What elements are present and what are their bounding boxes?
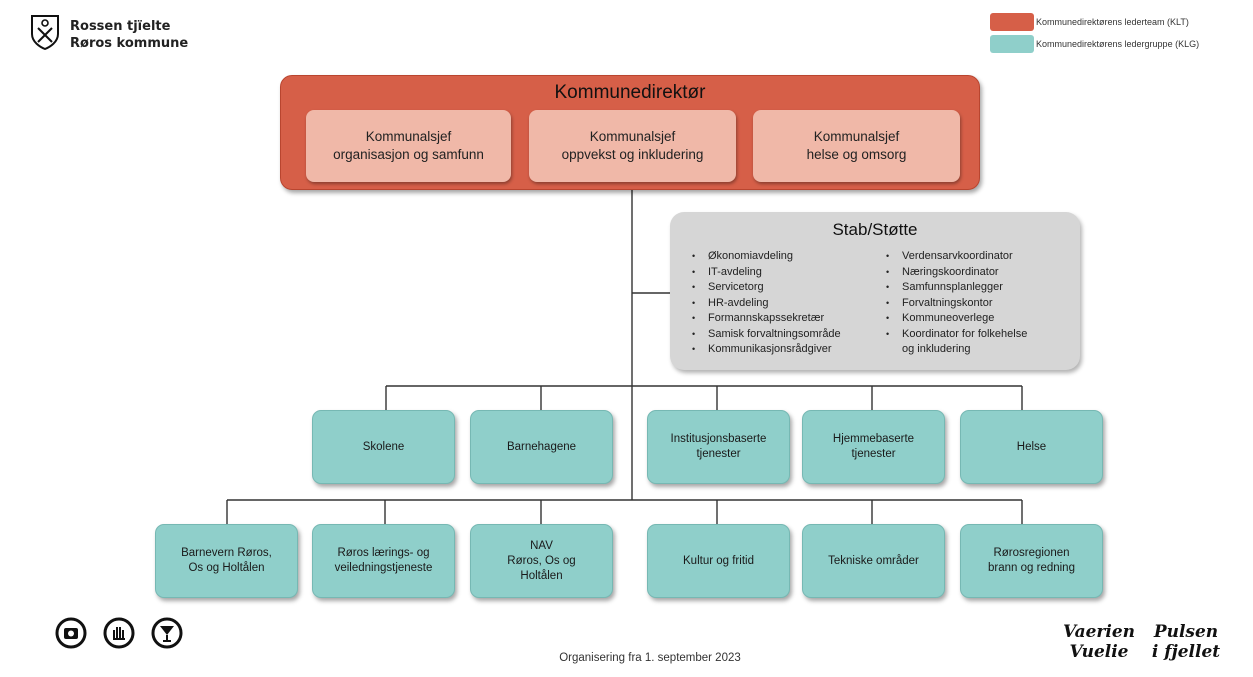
director-title: Kommunedirektør <box>554 82 706 103</box>
stab-right-list: Verdensarvkoordinator Næringskoordinator… <box>882 249 1027 358</box>
unit-label: Barnevern Røros, <box>181 547 272 559</box>
legend: Kommunedirektørens lederteam (KLT) Kommu… <box>990 12 1245 56</box>
unit-label-line2: tjenester <box>851 448 896 460</box>
legend-label-klt: Kommunedirektørens lederteam (KLT) <box>1036 17 1189 27</box>
municipality-crest-icon <box>30 14 60 51</box>
stab-item: HR-avdeling <box>688 296 841 312</box>
legend-label-klg: Kommunedirektørens ledergruppe (KLG) <box>1036 39 1200 49</box>
hand-icon <box>103 617 135 649</box>
stab-left-list: Økonomiavdeling IT-avdeling Servicetorg … <box>688 249 841 358</box>
camera-icon <box>55 617 87 649</box>
unit-label-line2: Røros, Os og <box>507 554 576 567</box>
stab-item: Næringskoordinator <box>882 265 1027 281</box>
unit-nav: NAV Røros, Os og Holtålen <box>470 524 613 598</box>
unit-label: Kultur og fritid <box>683 554 754 567</box>
stab-item: Samisk forvaltningsområde <box>688 327 841 343</box>
unit-label: Hjemmebaserte <box>832 433 915 445</box>
logo-line-1: Pulsen <box>1153 622 1219 642</box>
goblet-icon <box>151 617 183 649</box>
unit-tekniske-omrader: Tekniske områder <box>802 524 945 598</box>
director-box: Kommunedirektør Kommunalsjef organisasjo… <box>280 75 980 190</box>
unit-brann-redning: Rørosregionen brann og redning <box>960 524 1103 598</box>
logo-line-1: Vaerien <box>1062 622 1136 642</box>
chief-organisation-title: Kommunalsjef <box>365 129 452 144</box>
chief-helse-title: Kommunalsjef <box>813 129 900 144</box>
unit-laerings-veiledning: Røros lærings- og veiledningstjeneste <box>312 524 455 598</box>
stab-item: Kommuneoverlege <box>882 311 1027 327</box>
brand-name: Rossen tjïelte Røros kommune <box>70 18 188 52</box>
unit-label: Skolene <box>362 440 405 453</box>
footer-icon-1 <box>55 617 87 654</box>
chief-oppvekst-title: Kommunalsjef <box>589 129 676 144</box>
unit-helse: Helse <box>960 410 1103 484</box>
footer-date-text: Organisering fra 1. september 2023 <box>559 652 741 664</box>
chief-oppvekst-box: Kommunalsjef oppvekst og inkludering <box>529 110 736 182</box>
unit-barnehagene: Barnehagene <box>470 410 613 484</box>
unit-label: Barnehagene <box>506 440 577 453</box>
legend-item-klt: Kommunedirektørens lederteam (KLT) <box>990 12 1245 32</box>
legend-swatch-klg <box>990 35 1034 53</box>
stab-item: IT-avdeling <box>688 265 841 281</box>
chief-helse-area: helse og omsorg <box>806 147 907 162</box>
brand-line-2: Røros kommune <box>70 36 189 51</box>
chief-organisation-box: Kommunalsjef organisasjon og samfunn <box>306 110 511 182</box>
stab-item: Samfunnsplanlegger <box>882 280 1027 296</box>
logo-line-2: i fjellet <box>1151 642 1221 662</box>
unit-label: Tekniske områder <box>828 554 919 567</box>
pulsen-i-fjellet-logo: Pulsen i fjellet <box>1145 622 1227 662</box>
chief-helse-box: Kommunalsjef helse og omsorg <box>753 110 960 182</box>
stab-item: Forvaltningskontor <box>882 296 1027 312</box>
unit-label: Rørosregionen <box>993 547 1070 559</box>
footer-icon-3 <box>151 617 183 654</box>
stab-item: Servicetorg <box>688 280 841 296</box>
unit-barnevern: Barnevern Røros, Os og Holtålen <box>155 524 298 598</box>
legend-swatch-klt <box>990 13 1034 31</box>
unit-institusjonsbaserte: Institusjonsbaserte tjenester <box>647 410 790 484</box>
unit-kultur-fritid: Kultur og fritid <box>647 524 790 598</box>
logo-line-2: Vuelie <box>1069 642 1129 662</box>
legend-item-klg: Kommunedirektørens ledergruppe (KLG) <box>990 34 1245 54</box>
stab-item: Verdensarvkoordinator <box>882 249 1027 265</box>
stab-box: Stab/Støtte Økonomiavdeling IT-avdeling … <box>670 212 1080 370</box>
stab-item: Kommunikasjonsrådgiver <box>688 342 841 358</box>
unit-label: NAV <box>530 539 553 552</box>
vaerien-vuelie-logo: Vaerien Vuelie <box>1058 622 1140 662</box>
stab-item-continuation: og inkludering <box>902 343 971 355</box>
stab-item: Økonomiavdeling <box>688 249 841 265</box>
unit-label-line2: brann og redning <box>988 562 1075 574</box>
chief-organisation-area: organisasjon og samfunn <box>333 147 484 162</box>
unit-label-line2: tjenester <box>696 448 741 460</box>
unit-label-line2: veiledningstjeneste <box>334 562 433 574</box>
brand-line-1: Rossen tjïelte <box>70 19 171 34</box>
chief-oppvekst-area: oppvekst og inkludering <box>561 147 704 162</box>
unit-label-line3: Holtålen <box>520 569 563 582</box>
unit-hjemmebaserte: Hjemmebaserte tjenester <box>802 410 945 484</box>
unit-label: Institusjonsbaserte <box>670 433 767 445</box>
stab-item: Koordinator for folkehelse <box>882 327 1027 343</box>
footer-icon-2 <box>103 617 135 654</box>
unit-skolene: Skolene <box>312 410 455 484</box>
unit-label: Røros lærings- og <box>337 547 430 559</box>
unit-label: Helse <box>1016 440 1047 453</box>
stab-title: Stab/Støtte <box>832 220 918 239</box>
unit-label-line2: Os og Holtålen <box>188 562 265 574</box>
stab-item: Formannskapssekretær <box>688 311 841 327</box>
